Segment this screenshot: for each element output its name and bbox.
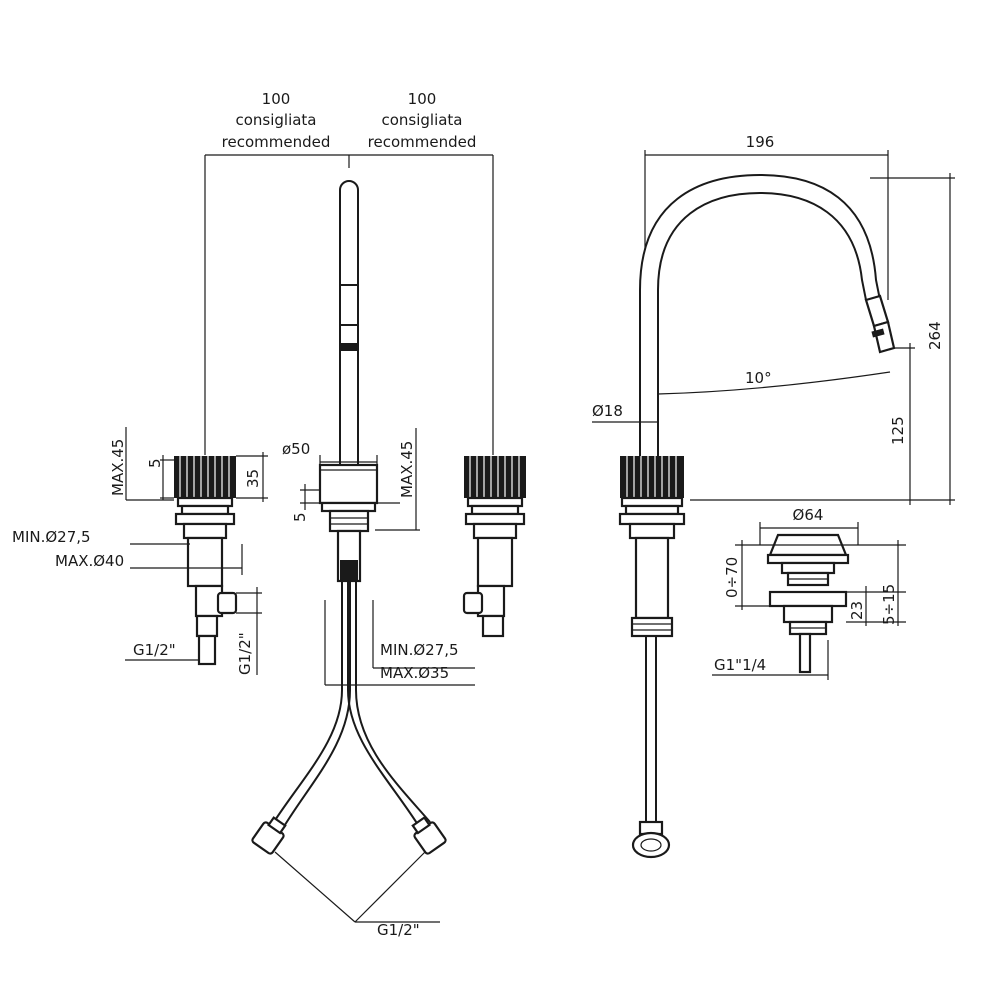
max45-left: MAX.45	[109, 439, 127, 496]
angle-10: 10°	[745, 369, 772, 387]
center-spout-front: G1/2"	[251, 180, 447, 939]
recommended-right: recommended	[368, 133, 477, 151]
g12-left-v: G1/2"	[236, 632, 254, 675]
drain-assembly	[766, 533, 850, 674]
range-5-15: 5÷15	[880, 584, 898, 625]
drain-dimensions: Ø64 0÷70 23 5÷15 G1"1/4	[712, 506, 906, 680]
dia-18: Ø18	[592, 402, 623, 420]
side-spout	[618, 173, 896, 859]
center-dimensions: ø50 5 MAX.45 MIN.Ø27,5 MAX.Ø35	[282, 428, 475, 686]
recommended-left: recommended	[222, 133, 331, 151]
right-valve	[462, 456, 526, 638]
dim-264: 264	[926, 321, 944, 350]
dim-23: 23	[848, 601, 866, 620]
top-spacing-dimensions: 100 consigliata recommended 100 consigli…	[204, 90, 494, 455]
dim-35: 35	[244, 469, 262, 488]
max-dia-left: MAX.Ø40	[55, 552, 124, 570]
min-dia-left: MIN.Ø27,5	[12, 528, 91, 546]
dia-50: ø50	[282, 440, 310, 458]
left-valve	[174, 456, 238, 666]
max-dia-center: MAX.Ø35	[380, 664, 449, 682]
dim-100-left: 100	[262, 90, 291, 108]
g12-left-h: G1/2"	[133, 641, 176, 659]
left-dimensions: MAX.45 5 35 MIN.Ø27,5 MAX.Ø40 G1/2" G1/2…	[12, 427, 268, 675]
range-0-70: 0÷70	[723, 557, 741, 598]
min-dia-center: MIN.Ø27,5	[380, 641, 459, 659]
consigliata-left: consigliata	[235, 111, 316, 129]
max45-center: MAX.45	[398, 441, 416, 498]
dim-196: 196	[746, 133, 775, 151]
dim-5-left: 5	[146, 458, 164, 468]
side-dimensions: 196 264 125 10° Ø18	[592, 133, 955, 505]
g12-bottom: G1/2"	[377, 921, 420, 939]
dim-125: 125	[889, 416, 907, 445]
consigliata-right: consigliata	[381, 111, 462, 129]
g1-14: G1"1/4	[714, 656, 766, 674]
dim-5-center: 5	[291, 512, 309, 522]
dim-100-right: 100	[408, 90, 437, 108]
dia-64: Ø64	[793, 506, 824, 524]
